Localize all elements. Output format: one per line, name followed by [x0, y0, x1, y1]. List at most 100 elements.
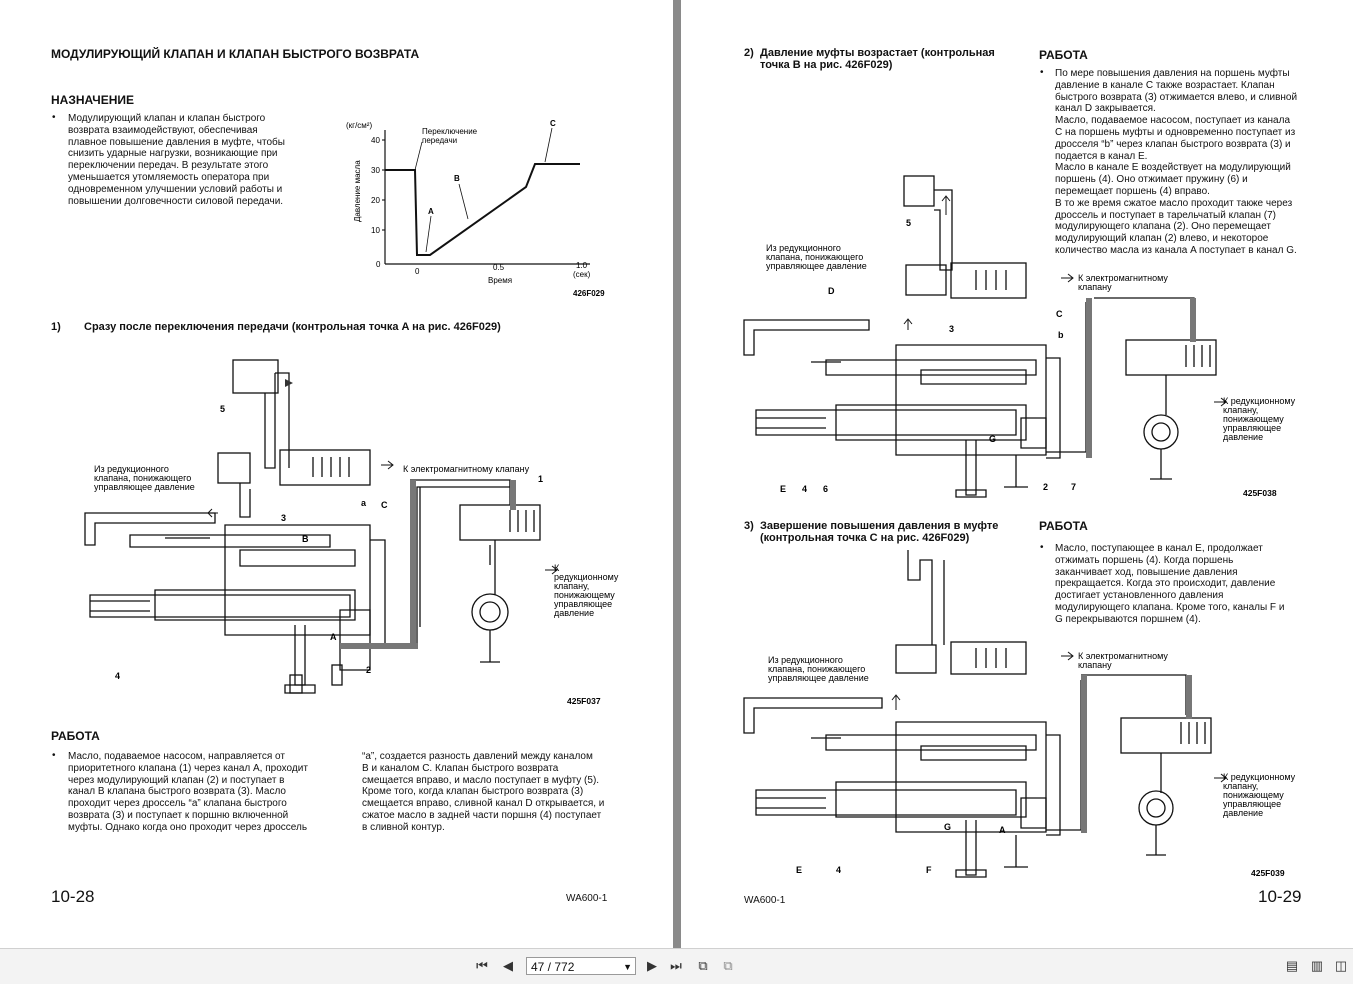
- rotate-view-icon[interactable]: ⧉: [698, 958, 708, 973]
- svg-text:4: 4: [836, 865, 841, 875]
- svg-text:5: 5: [906, 218, 911, 228]
- valve-diagram-3: Из редукционного клапана, понижающего уп…: [743, 550, 1296, 878]
- svg-text:6: 6: [823, 484, 828, 494]
- svg-text:7: 7: [1071, 482, 1076, 492]
- svg-text:клапану,: клапану,: [1223, 405, 1258, 415]
- svg-text:425F037: 425F037: [567, 696, 601, 706]
- model-label: WA600-1: [566, 893, 608, 904]
- svg-text:(кг/см²): (кг/см²): [346, 121, 372, 130]
- svg-text:4: 4: [115, 671, 120, 681]
- svg-text:К: К: [554, 563, 560, 573]
- svg-text:клапану,: клапану,: [554, 581, 589, 591]
- svg-text:C: C: [1056, 309, 1063, 319]
- svg-text:управляющее давление: управляющее давление: [94, 482, 195, 492]
- work-heading: РАБОТА: [1039, 519, 1088, 533]
- purpose-heading: НАЗНАЧЕНИЕ: [51, 93, 134, 107]
- last-page-icon[interactable]: ⏭: [670, 958, 682, 973]
- pressure-time-graph: (кг/см²) 40 30 20 10 0 0 0.5 1.0 (сек) В…: [346, 119, 605, 298]
- svg-text:клапана, понижающего: клапана, понижающего: [766, 252, 863, 262]
- svg-text:2: 2: [366, 665, 371, 675]
- valve-diagram-1: Из редукционного клапана, понижающего уп…: [84, 359, 619, 706]
- svg-text:К электромагнитному: К электромагнитному: [1078, 651, 1168, 661]
- svg-text:(сек): (сек): [573, 270, 591, 279]
- svg-text:B: B: [302, 534, 309, 544]
- svg-text:40: 40: [371, 136, 380, 145]
- svg-text:C: C: [381, 500, 388, 510]
- svg-text:C: C: [550, 119, 556, 128]
- svg-text:B: B: [454, 174, 460, 183]
- svg-text:A: A: [330, 632, 337, 642]
- svg-text:передачи: передачи: [422, 136, 457, 145]
- svg-text:10: 10: [371, 226, 380, 235]
- page-number-field[interactable]: 47 / 772▼: [526, 957, 636, 975]
- first-page-icon[interactable]: ⏮: [476, 958, 488, 973]
- work-text-col2: “a”, создается разность давлений между к…: [362, 751, 605, 833]
- single-page-view-icon[interactable]: ▤: [1285, 958, 1299, 973]
- svg-text:0.5: 0.5: [493, 263, 505, 272]
- svg-text:редукционному: редукционному: [554, 572, 619, 582]
- svg-text:0: 0: [376, 260, 381, 269]
- svg-text:3: 3: [281, 513, 286, 523]
- bullet: •: [1040, 67, 1044, 78]
- svg-text:управляющее: управляющее: [554, 599, 612, 609]
- viewer-toolbar: ⏮ ◀ 47 / 772▼ ▶ ⏭ ⧉ ⧉ ▤ ▥ ◫: [0, 948, 1353, 984]
- svg-text:давление: давление: [554, 608, 594, 618]
- svg-text:5: 5: [220, 404, 225, 414]
- svg-text:3: 3: [949, 324, 954, 334]
- svg-text:Из редукционного: Из редукционного: [768, 655, 843, 665]
- svg-text:К электромагнитному: К электромагнитному: [1078, 273, 1168, 283]
- svg-text:E: E: [780, 484, 786, 494]
- work-text-col1: Масло, подаваемое насосом, направляется …: [68, 751, 308, 833]
- svg-text:давление: давление: [1223, 432, 1263, 442]
- chevron-down-icon[interactable]: ▼: [623, 962, 632, 972]
- work-heading: РАБОТА: [1039, 48, 1088, 62]
- svg-text:клапана, понижающего: клапана, понижающего: [94, 473, 191, 483]
- svg-text:20: 20: [371, 196, 380, 205]
- left-page: МОДУЛИРУЮЩИЙ КЛАПАН И КЛАПАН БЫСТРОГО ВО…: [0, 0, 673, 948]
- svg-text:30: 30: [371, 166, 380, 175]
- svg-text:426F029: 426F029: [573, 289, 605, 298]
- svg-text:понижающему: понижающему: [1223, 790, 1284, 800]
- svg-text:Переключение: Переключение: [422, 127, 478, 136]
- two-page-view-icon[interactable]: ◫: [1334, 958, 1348, 973]
- bullet: •: [1040, 542, 1044, 553]
- work-heading: РАБОТА: [51, 729, 100, 743]
- svg-text:F: F: [926, 865, 932, 875]
- svg-text:a: a: [361, 498, 367, 508]
- fit-page-icon[interactable]: ⧉: [723, 958, 733, 973]
- svg-text:1.0: 1.0: [576, 261, 588, 270]
- bullet: •: [52, 750, 56, 761]
- svg-text:клапана, понижающего: клапана, понижающего: [768, 664, 865, 674]
- page-number: 10-29: [1258, 887, 1302, 906]
- svg-text:Из редукционного: Из редукционного: [766, 243, 841, 253]
- valve-diagram-2: Из редукционного клапана, понижающего уп…: [743, 175, 1296, 498]
- svg-text:D: D: [828, 286, 835, 296]
- svg-text:понижающему: понижающему: [554, 590, 615, 600]
- svg-text:E: E: [796, 865, 802, 875]
- svg-text:A: A: [999, 825, 1006, 835]
- section-number: 1): [51, 321, 61, 333]
- svg-text:G: G: [989, 434, 996, 444]
- svg-text:G: G: [944, 822, 951, 832]
- svg-text:клапану,: клапану,: [1223, 781, 1258, 791]
- svg-text:b: b: [1058, 330, 1064, 340]
- model-label: WA600-1: [744, 895, 786, 906]
- work2-text: По мере повышения давления на поршень му…: [1055, 68, 1298, 256]
- svg-text:управляющее: управляющее: [1223, 423, 1281, 433]
- page-number: 10-28: [51, 887, 95, 906]
- svg-text:1: 1: [538, 474, 543, 484]
- continuous-view-icon[interactable]: ▥: [1310, 958, 1324, 973]
- svg-text:425F039: 425F039: [1251, 868, 1285, 878]
- svg-text:клапану: клапану: [1078, 282, 1112, 292]
- section-number: 2): [744, 47, 754, 59]
- svg-text:управляющее: управляющее: [1223, 799, 1281, 809]
- page-title: МОДУЛИРУЮЩИЙ КЛАПАН И КЛАПАН БЫСТРОГО ВО…: [51, 47, 420, 61]
- svg-text:понижающему: понижающему: [1223, 414, 1284, 424]
- next-page-icon[interactable]: ▶: [647, 958, 657, 973]
- prev-page-icon[interactable]: ◀: [503, 958, 513, 973]
- svg-text:К редукционному: К редукционному: [1223, 396, 1296, 406]
- work3-text: Масло, поступающее в канал E, продолжает…: [1055, 543, 1285, 625]
- svg-text:Время: Время: [488, 276, 512, 285]
- section-title: Завершение повышения давления в муфте(ко…: [760, 520, 999, 544]
